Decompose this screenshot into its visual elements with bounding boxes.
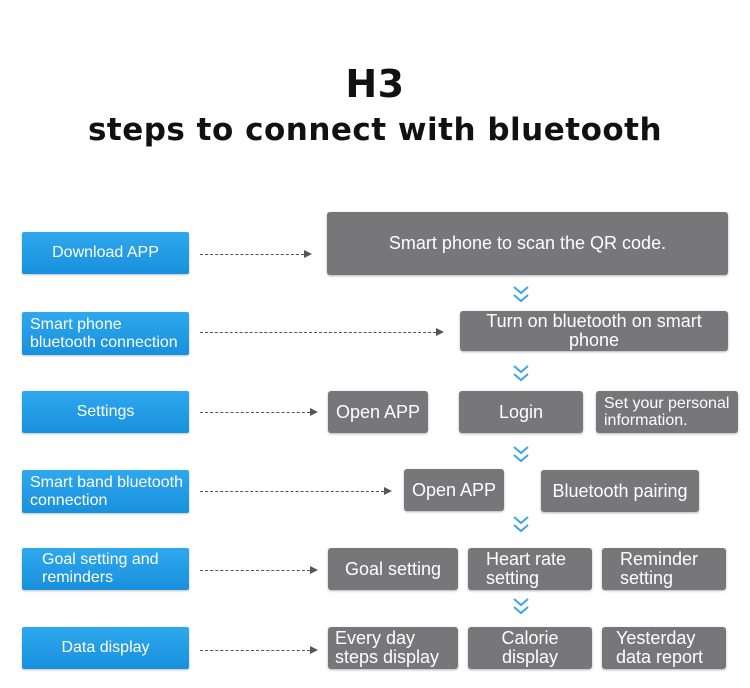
step-label: Data display: [61, 639, 150, 656]
dashed-arrow-icon: [200, 408, 318, 416]
dashed-arrow-icon: [200, 646, 318, 654]
box-yesterday-report: Yesterday data report: [602, 627, 726, 669]
step-label: Settings: [76, 403, 135, 420]
box-reminder-setting: Reminder setting: [602, 548, 726, 590]
box-steps-display: Every day steps display: [328, 627, 458, 669]
box-login: Login: [459, 391, 583, 433]
step-download-app: Download APP: [22, 232, 189, 274]
step-settings: Settings: [22, 391, 189, 433]
step-label: Smart band bluetooth connection: [30, 473, 183, 509]
dashed-arrow-icon: [200, 328, 444, 336]
step-phone-bluetooth: Smart phone bluetooth connection: [22, 312, 189, 355]
dashed-arrow-icon: [200, 566, 318, 574]
double-chevron-down-icon: [512, 363, 530, 385]
double-chevron-down-icon: [512, 284, 530, 306]
double-chevron-down-icon: [512, 596, 530, 618]
box-open-app: Open APP: [328, 391, 428, 433]
step-data-display: Data display: [22, 627, 189, 669]
step-label: Smart phone bluetooth connection: [30, 315, 178, 351]
box-personal-info: Set your personal information.: [596, 391, 738, 433]
box-heart-rate-setting: Heart rate setting: [468, 548, 592, 590]
step-label: Download APP: [52, 244, 159, 261]
double-chevron-down-icon: [512, 444, 530, 466]
dashed-arrow-icon: [200, 487, 392, 495]
step-goal-reminders: Goal setting and reminders: [22, 548, 189, 590]
box-bluetooth-pairing: Bluetooth pairing: [541, 470, 699, 512]
step-band-bluetooth: Smart band bluetooth connection: [22, 470, 189, 513]
box-calorie-display: Calorie display: [468, 627, 592, 669]
dashed-arrow-icon: [200, 250, 312, 258]
box-turn-on-bluetooth: Turn on bluetooth on smart phone: [460, 311, 728, 351]
page-subtitle: steps to connect with bluetooth: [87, 112, 663, 148]
double-chevron-down-icon: [512, 514, 530, 536]
page-title: H3: [345, 62, 405, 106]
box-open-app-band: Open APP: [404, 469, 504, 511]
box-scan-qr: Smart phone to scan the QR code.: [327, 212, 728, 275]
box-goal-setting: Goal setting: [328, 548, 458, 590]
step-label: Goal setting and reminders: [42, 551, 159, 586]
